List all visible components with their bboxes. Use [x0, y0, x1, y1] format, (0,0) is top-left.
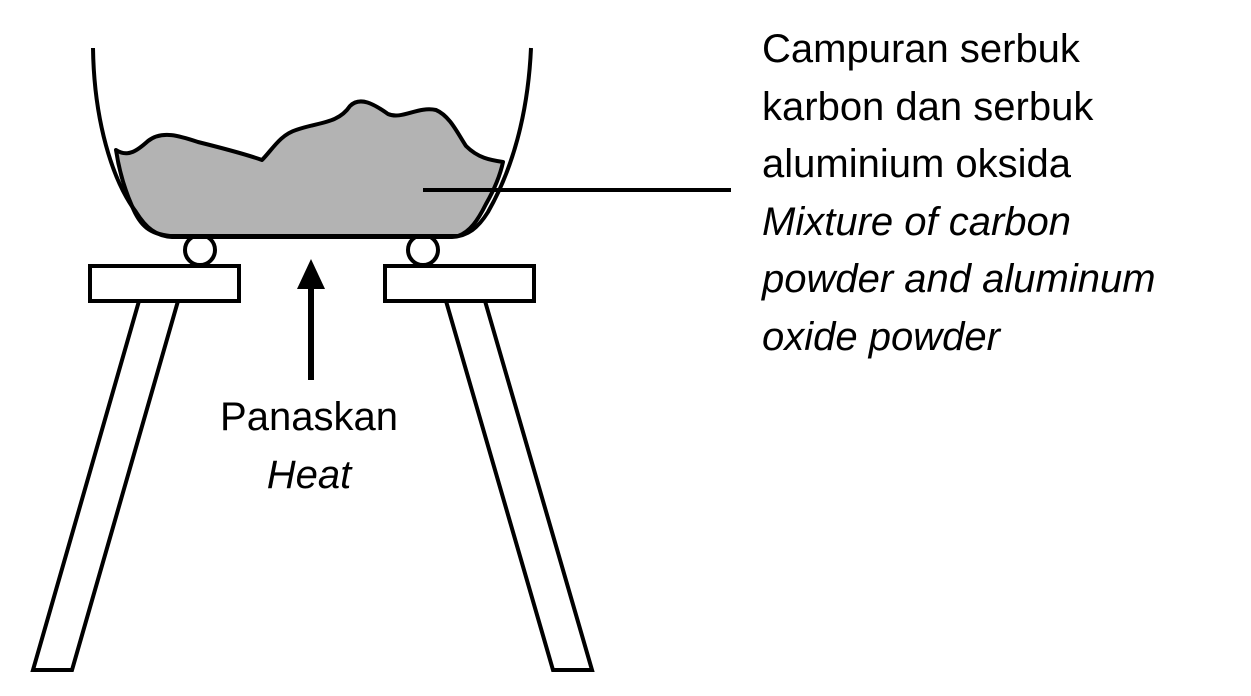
tripod-right-top-bar [383, 264, 536, 303]
powder-mixture [114, 99, 505, 238]
crucible-support-right [406, 233, 440, 267]
tripod-left-leg [30, 299, 181, 672]
mixture-label-english-line2: powder and aluminum [762, 257, 1156, 301]
mixture-label-malay-line1: Campuran serbuk [762, 27, 1080, 71]
heat-label-english: Heat [266, 452, 352, 497]
mixture-label-english-line3: oxide powder [762, 314, 1000, 359]
crucible [91, 47, 533, 239]
heat-label-malay: Panaskan [220, 395, 398, 439]
tripod-left-top-bar [88, 264, 241, 303]
mixture-label-malay-line3: aluminium oksida [762, 142, 1072, 186]
heat-label: Panaskan Heat [208, 389, 410, 504]
heat-arrow-head [297, 259, 325, 289]
mixture-label: Campuran serbuk karbon dan serbuk alumin… [762, 21, 1156, 366]
tripod-right-leg [443, 299, 595, 672]
crucible-support-left [183, 233, 217, 267]
mixture-label-english-line1: Mixture of carbon [762, 199, 1072, 244]
mixture-label-malay-line2: karbon dan serbuk [762, 84, 1094, 129]
